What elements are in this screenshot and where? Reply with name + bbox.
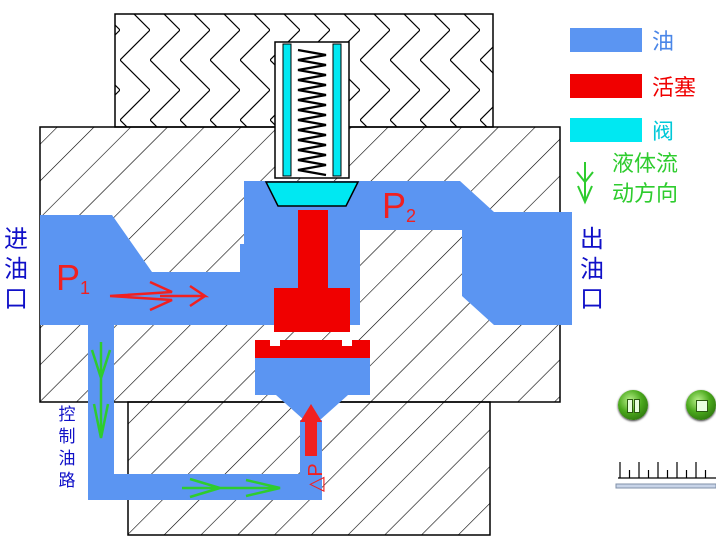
control-path-char-4: 路	[58, 471, 76, 491]
legend-oil-swatch	[570, 28, 642, 52]
p2-subscript: 2	[406, 206, 416, 226]
lower-chamber	[255, 355, 370, 395]
legend-valve-swatch	[570, 118, 642, 142]
p1-subscript: 1	[80, 278, 90, 298]
outlet-label-char-2: 油	[580, 255, 604, 283]
flow-arrow-red	[109, 280, 210, 312]
spring-coil	[297, 48, 327, 177]
spring-coil-path	[297, 48, 327, 177]
delta-p-arrow-head	[300, 404, 322, 422]
legend-valve-label: 阀	[652, 120, 675, 145]
legend-piston-label: 活塞	[652, 76, 697, 101]
timeline-track[interactable]	[615, 483, 716, 489]
outlet-label-char-1: 出	[580, 225, 604, 253]
flow-direction-line-1: 液体流	[612, 152, 679, 177]
spring-guide-right	[332, 43, 342, 177]
timeline-ruler[interactable]	[618, 462, 716, 479]
control-path-char-1: 控	[58, 405, 76, 425]
piston-head	[274, 288, 350, 332]
flow-direction-line-2: 动方向	[612, 182, 679, 207]
legend-oil-label: 油	[652, 30, 675, 55]
control-path-char-2: 制	[58, 427, 76, 447]
control-oil-path	[88, 325, 322, 500]
stop-button[interactable]	[686, 390, 716, 420]
piston-base	[255, 340, 370, 358]
outlet-label-char-3: 口	[580, 285, 604, 313]
p1-label: P1	[56, 257, 90, 298]
piston-notch-right	[342, 338, 352, 346]
valve-cone	[264, 181, 360, 207]
piston-rod	[298, 210, 328, 288]
flow-arrow-green-control	[90, 342, 112, 439]
delta-p-arrow-shaft	[305, 420, 317, 456]
inlet-label-char-2: 油	[4, 255, 28, 283]
outlet-label: 出 油 口	[578, 224, 606, 314]
inlet-label: 进 油 口	[2, 224, 30, 314]
inlet-label-char-1: 进	[4, 225, 28, 253]
flow-arrow-green-bottom	[182, 477, 281, 499]
p2-label: P2	[382, 185, 416, 226]
flow-direction-label: 液体流 动方向	[612, 150, 678, 210]
legend-piston-swatch	[570, 74, 642, 98]
piston-notch-left	[270, 338, 280, 346]
pause-button[interactable]	[618, 390, 648, 420]
control-path-label: 控 制 油 路	[56, 404, 78, 492]
flow-direction-icon	[576, 162, 594, 205]
inlet-label-char-3: 口	[4, 285, 28, 313]
control-path-char-3: 油	[58, 449, 76, 469]
delta-p-label: △P	[305, 463, 327, 492]
spring-guide-left	[282, 43, 292, 177]
